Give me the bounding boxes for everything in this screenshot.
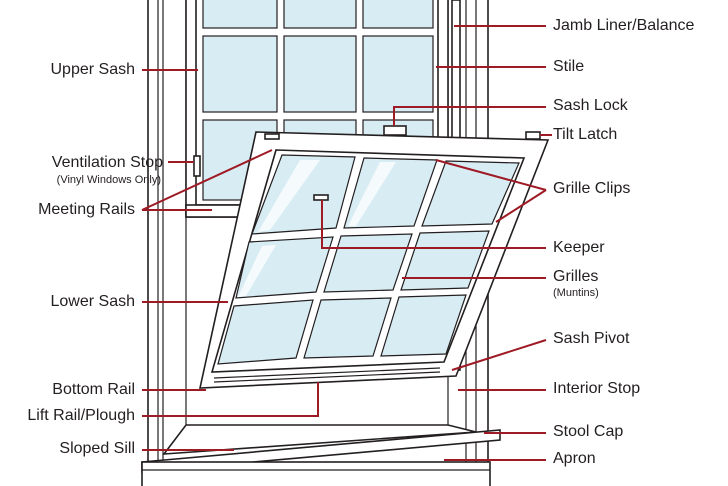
lower-sash [198,125,550,389]
label-grilles: Grilles [553,268,599,285]
label-bottom-rail: Bottom Rail [52,381,135,398]
upper-sash [185,0,449,218]
label-sash-pivot: Sash Pivot [553,330,630,347]
leader-sash-lock [393,106,546,126]
label-sash-lock: Sash Lock [553,97,628,114]
label-apron: Apron [553,450,596,467]
leader-grille-clips-b [495,189,547,223]
leader-lines [141,25,552,461]
label-ventilation-stop: Ventilation Stop [51,154,163,171]
label-grille-clips: Grille Clips [553,180,631,197]
leader-meeting-rails-a [141,149,273,211]
label-lower-sash: Lower Sash [50,293,136,310]
label-stool-cap: Stool Cap [553,423,624,440]
label-sloped-sill: Sloped Sill [59,440,135,457]
label-upper-sash: Upper Sash [50,61,136,78]
label-keeper: Keeper [553,239,605,256]
label-tilt-latch: Tilt Latch [553,126,618,143]
label-meeting-rails: Meeting Rails [38,201,135,218]
leader-grille-clips-a [435,159,547,191]
sill-and-stool [141,424,501,486]
label-grilles-note: (Muntins) [553,287,599,299]
label-jamb-liner: Jamb Liner/Balance [553,17,695,34]
label-stile: Stile [553,58,585,75]
ventilation-stop-part [193,155,201,177]
label-lift-rail: Lift Rail/Plough [27,407,135,424]
leader-sash-pivot [451,339,547,371]
label-ventilation-stop-note: (Vinyl Windows Only) [56,174,161,186]
leader-lift-rail [142,382,319,417]
label-interior-stop: Interior Stop [553,380,641,397]
leader-keeper [321,200,546,249]
